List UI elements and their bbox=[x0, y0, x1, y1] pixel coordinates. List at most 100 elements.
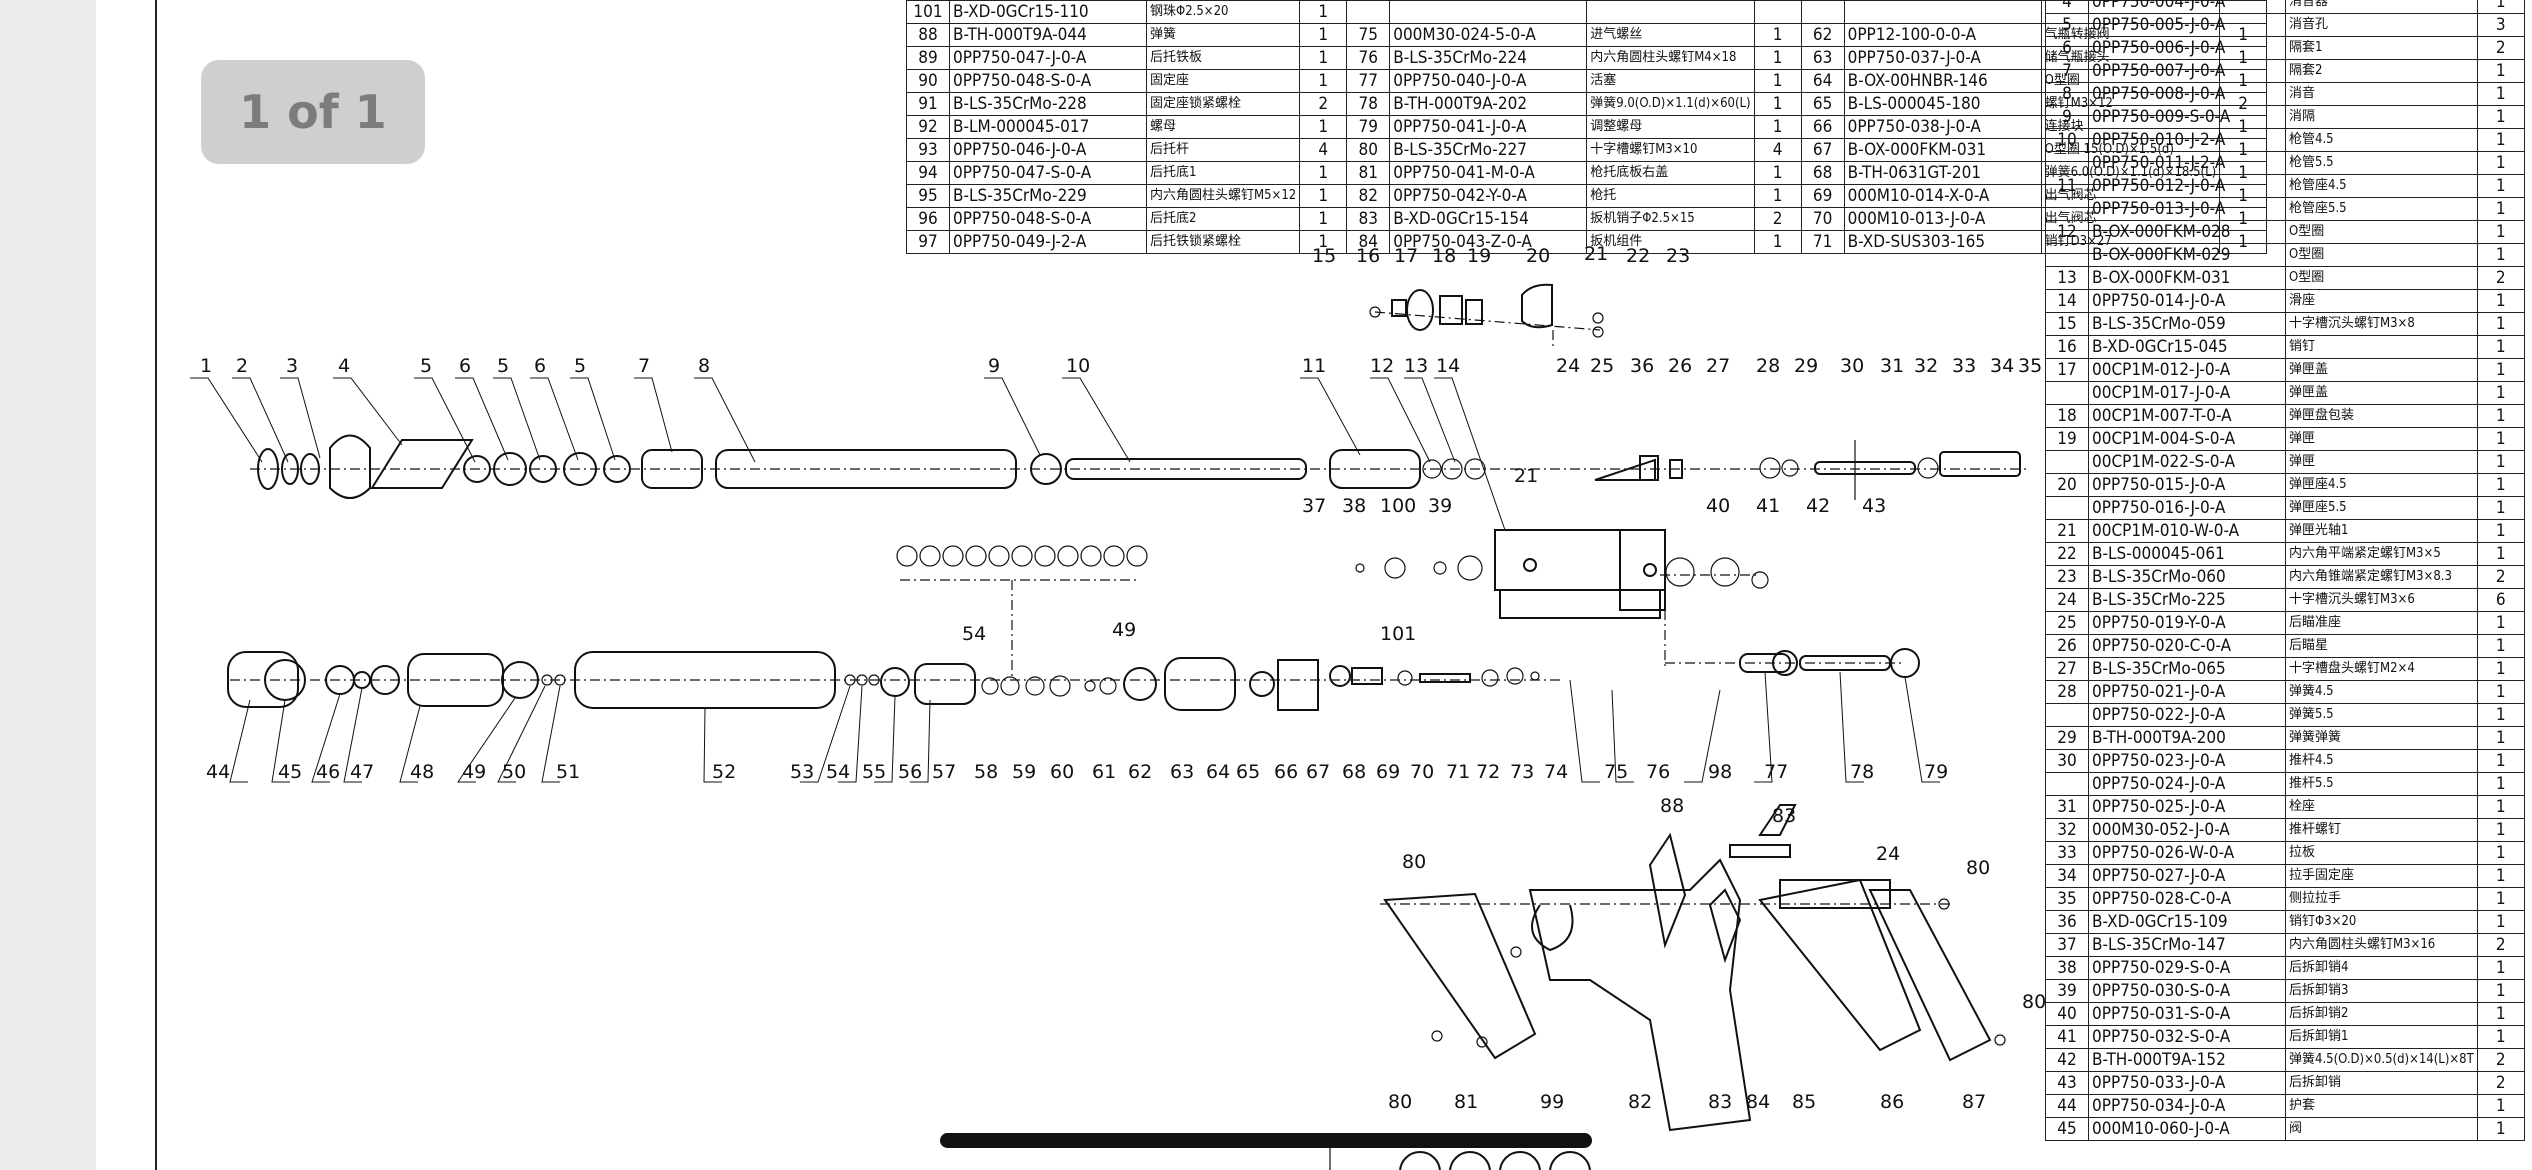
bom-cell-name: 后托底2 bbox=[1145, 207, 1301, 231]
bom-cell-name: 后托铁板 bbox=[1145, 46, 1301, 70]
bom-cell-name: 调整螺母 bbox=[1586, 115, 1755, 139]
callout-79: 79 bbox=[1924, 761, 1948, 783]
page-indicator-badge: 1 of 1 bbox=[201, 60, 425, 164]
bom-cell-no: 63 bbox=[1800, 46, 1845, 70]
bom-cell-name: 弹簧 bbox=[1145, 23, 1301, 47]
bom-cell-no bbox=[2045, 151, 2089, 175]
bom-cell-name: 后拆卸销4 bbox=[2285, 956, 2478, 980]
bom-cell-qty: 1 bbox=[2476, 956, 2525, 980]
callout-24: 24 bbox=[1556, 355, 1580, 377]
bom-cell-no bbox=[2045, 243, 2089, 267]
bom-cell-code: 000M10-060-J-0-A bbox=[2088, 1117, 2286, 1141]
callout-59: 59 bbox=[1012, 761, 1036, 783]
bom-cell-code: 0PP750-013-J-0-A bbox=[2088, 197, 2286, 221]
bom-cell-name: 弹匣座4.5 bbox=[2285, 473, 2478, 497]
bom-cell-name: 后托铁锁紧螺栓 bbox=[1145, 230, 1301, 254]
bom-cell-code: 0PP750-048-S-0-A bbox=[949, 69, 1147, 93]
bom-cell-no: 96 bbox=[906, 207, 950, 231]
bom-cell-code: 0PP750-021-J-0-A bbox=[2088, 680, 2286, 704]
bom-cell-qty: 1 bbox=[2476, 473, 2525, 497]
bom-cell-qty: 1 bbox=[2476, 381, 2525, 405]
bom-cell-code: 0PP750-022-J-0-A bbox=[2088, 703, 2286, 727]
bom-cell-name: 消音器 bbox=[2285, 0, 2478, 14]
bom-cell-no: 42 bbox=[2045, 1048, 2089, 1072]
callout-82: 82 bbox=[1628, 1091, 1652, 1113]
bom-cell-qty: 1 bbox=[2476, 312, 2525, 336]
bom-cell-no: 69 bbox=[1800, 184, 1845, 208]
callout-66: 66 bbox=[1274, 761, 1298, 783]
bom-cell-no: 65 bbox=[1800, 92, 1845, 116]
bom-cell-code: 0PP750-028-C-0-A bbox=[2088, 887, 2286, 911]
bom-cell-no: 8 bbox=[2045, 82, 2089, 106]
callout-69: 69 bbox=[1376, 761, 1400, 783]
bom-cell-code: B-OX-000FKM-031 bbox=[1843, 138, 2042, 162]
callout-49b: 49 bbox=[1112, 619, 1136, 641]
callout-44: 44 bbox=[206, 761, 230, 783]
callout-40: 40 bbox=[1706, 495, 1730, 517]
callout-28: 28 bbox=[1756, 355, 1780, 377]
bom-cell-qty: 1 bbox=[2476, 818, 2525, 842]
callout-38: 38 bbox=[1342, 495, 1366, 517]
bom-cell-name: 扳机销子Φ2.5×15 bbox=[1586, 207, 1755, 231]
callout-61: 61 bbox=[1092, 761, 1116, 783]
bom-cell-code: B-LS-000045-180 bbox=[1843, 92, 2042, 116]
bom-cell-name: 弹匣盘包装 bbox=[2285, 404, 2478, 428]
callout-6a: 6 bbox=[459, 355, 471, 377]
bom-cell-name: 十字槽沉头螺钉M3×8 bbox=[2285, 312, 2478, 336]
bom-cell-code: B-LM-000045-017 bbox=[949, 115, 1147, 139]
callout-9: 9 bbox=[988, 355, 1000, 377]
bom-cell-qty: 2 bbox=[2476, 1071, 2525, 1095]
callout-81: 81 bbox=[1454, 1091, 1478, 1113]
bom-cell-name bbox=[1586, 0, 1755, 24]
callout-77: 77 bbox=[1764, 761, 1788, 783]
callout-80a: 80 bbox=[1402, 851, 1426, 873]
bom-cell-name: 滑座 bbox=[2285, 289, 2478, 313]
bom-cell-name: 后拆卸销1 bbox=[2285, 1025, 2478, 1049]
bom-cell-name: 枪管座5.5 bbox=[2285, 197, 2478, 221]
bom-cell-qty: 1 bbox=[2476, 979, 2525, 1003]
bom-cell-code: 0PP750-043-Z-0-A bbox=[1389, 230, 1588, 254]
home-indicator-bar[interactable] bbox=[940, 1133, 1592, 1148]
callout-67: 67 bbox=[1306, 761, 1330, 783]
bom-cell-name: 弹匣光轴1 bbox=[2285, 519, 2478, 543]
bom-cell-qty: 2 bbox=[2476, 266, 2525, 290]
bom-cell-code: 0PP12-100-0-0-A bbox=[1843, 23, 2042, 47]
bom-cell-qty: 1 bbox=[2476, 1094, 2525, 1118]
bom-cell-qty: 2 bbox=[2476, 36, 2525, 60]
bom-cell-code: 0PP750-038-J-0-A bbox=[1843, 115, 2042, 139]
bom-cell-name: O型圈 bbox=[2285, 266, 2478, 290]
bom-cell-qty: 1 bbox=[2476, 450, 2525, 474]
bom-cell-qty: 1 bbox=[2476, 634, 2525, 658]
bom-cell-code: 0PP750-011-J-2-A bbox=[2088, 151, 2286, 175]
bom-cell-code: B-LS-35CrMo-224 bbox=[1389, 46, 1588, 70]
bom-cell-qty: 1 bbox=[2476, 1025, 2525, 1049]
leader-lines bbox=[190, 377, 1940, 783]
bom-cell-name: 进气螺丝 bbox=[1586, 23, 1755, 47]
bom-cell-name: 后瞄星 bbox=[2285, 634, 2478, 658]
callout-71: 71 bbox=[1446, 761, 1470, 783]
bom-cell-qty: 1 bbox=[1753, 46, 1802, 70]
callout-26: 26 bbox=[1668, 355, 1692, 377]
bom-cell-no: 97 bbox=[906, 230, 950, 254]
bom-cell-no: 89 bbox=[906, 46, 950, 70]
bom-cell-no: 45 bbox=[2045, 1117, 2089, 1141]
bom-cell-code: B-XD-0GCr15-045 bbox=[2088, 335, 2286, 359]
bom-cell-qty: 2 bbox=[2476, 565, 2525, 589]
callout-85: 85 bbox=[1792, 1091, 1816, 1113]
bom-cell-no: 83 bbox=[1346, 207, 1391, 231]
bom-cell-qty: 1 bbox=[2476, 59, 2525, 83]
bom-cell-no: 79 bbox=[1346, 115, 1391, 139]
